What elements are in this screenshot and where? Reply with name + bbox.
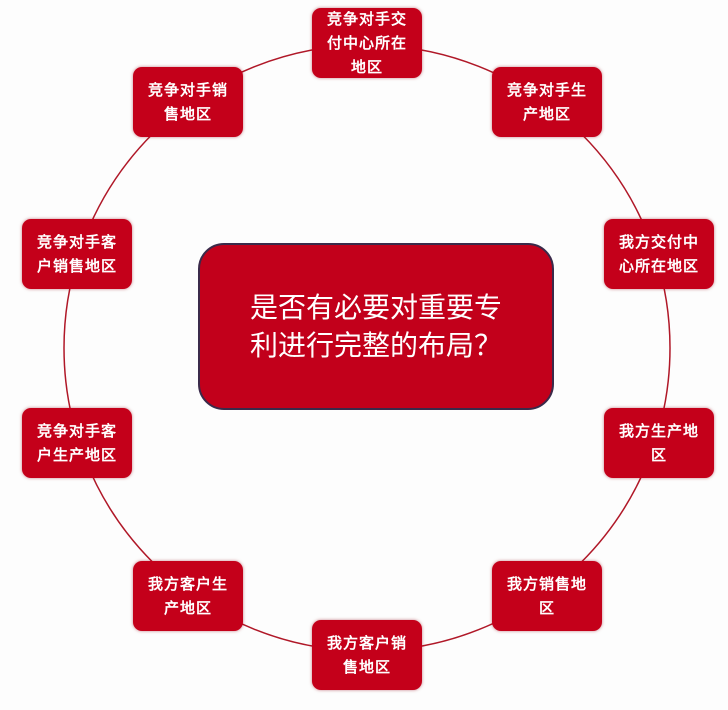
node-our-delivery-center: 我方交付中心所在地区 — [604, 219, 714, 289]
center-question: 是否有必要对重要专利进行完整的布局？ — [198, 243, 554, 410]
node-competitor-sales: 竞争对手销售地区 — [133, 67, 243, 137]
node-our-sales: 我方销售地区 — [492, 561, 602, 631]
node-competitor-production: 竞争对手生产地区 — [492, 67, 602, 137]
node-competitor-customer-production: 竞争对手客户生产地区 — [22, 408, 132, 478]
node-our-customer-production: 我方客户生产地区 — [133, 561, 243, 631]
node-competitor-delivery-center: 竞争对手交付中心所在地区 — [312, 8, 422, 78]
node-competitor-customer-sales: 竞争对手客户销售地区 — [22, 219, 132, 289]
node-our-production: 我方生产地区 — [604, 408, 714, 478]
node-our-customer-sales: 我方客户销售地区 — [312, 620, 422, 690]
